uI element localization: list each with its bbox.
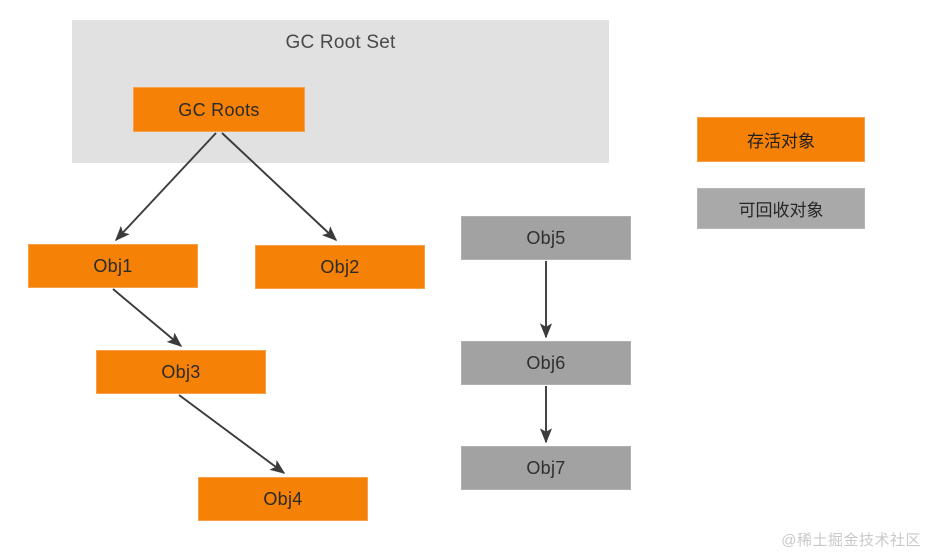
node-label: Obj4 <box>263 489 303 509</box>
node-label: Obj3 <box>161 362 201 382</box>
legend-label: 存活对象 <box>747 132 815 151</box>
node-label: Obj5 <box>526 228 566 248</box>
legend-item-alive: 存活对象 <box>697 117 865 162</box>
watermark: @稀土掘金技术社区 <box>781 532 921 549</box>
gc-root-set-title: GC Root Set <box>285 32 396 53</box>
edge-obj1-obj3 <box>112 288 183 347</box>
node-obj7[interactable]: Obj7 <box>461 446 631 490</box>
node-label: Obj6 <box>526 353 566 373</box>
edge-obj3-obj4 <box>178 394 286 474</box>
node-obj4[interactable]: Obj4 <box>198 477 368 521</box>
node-obj6[interactable]: Obj6 <box>461 341 631 385</box>
node-obj3[interactable]: Obj3 <box>96 350 266 394</box>
node-label: Obj1 <box>93 256 133 276</box>
legend-label: 可回收对象 <box>738 201 824 220</box>
legend-item-garbage: 可回收对象 <box>697 188 865 229</box>
node-obj2[interactable]: Obj2 <box>255 245 425 289</box>
node-label: GC Roots <box>178 99 260 120</box>
node-label: Obj7 <box>526 458 566 478</box>
node-gcroots[interactable]: GC Roots <box>133 87 305 132</box>
node-label: Obj2 <box>320 257 360 277</box>
node-obj1[interactable]: Obj1 <box>28 244 198 288</box>
node-obj5[interactable]: Obj5 <box>461 216 631 260</box>
